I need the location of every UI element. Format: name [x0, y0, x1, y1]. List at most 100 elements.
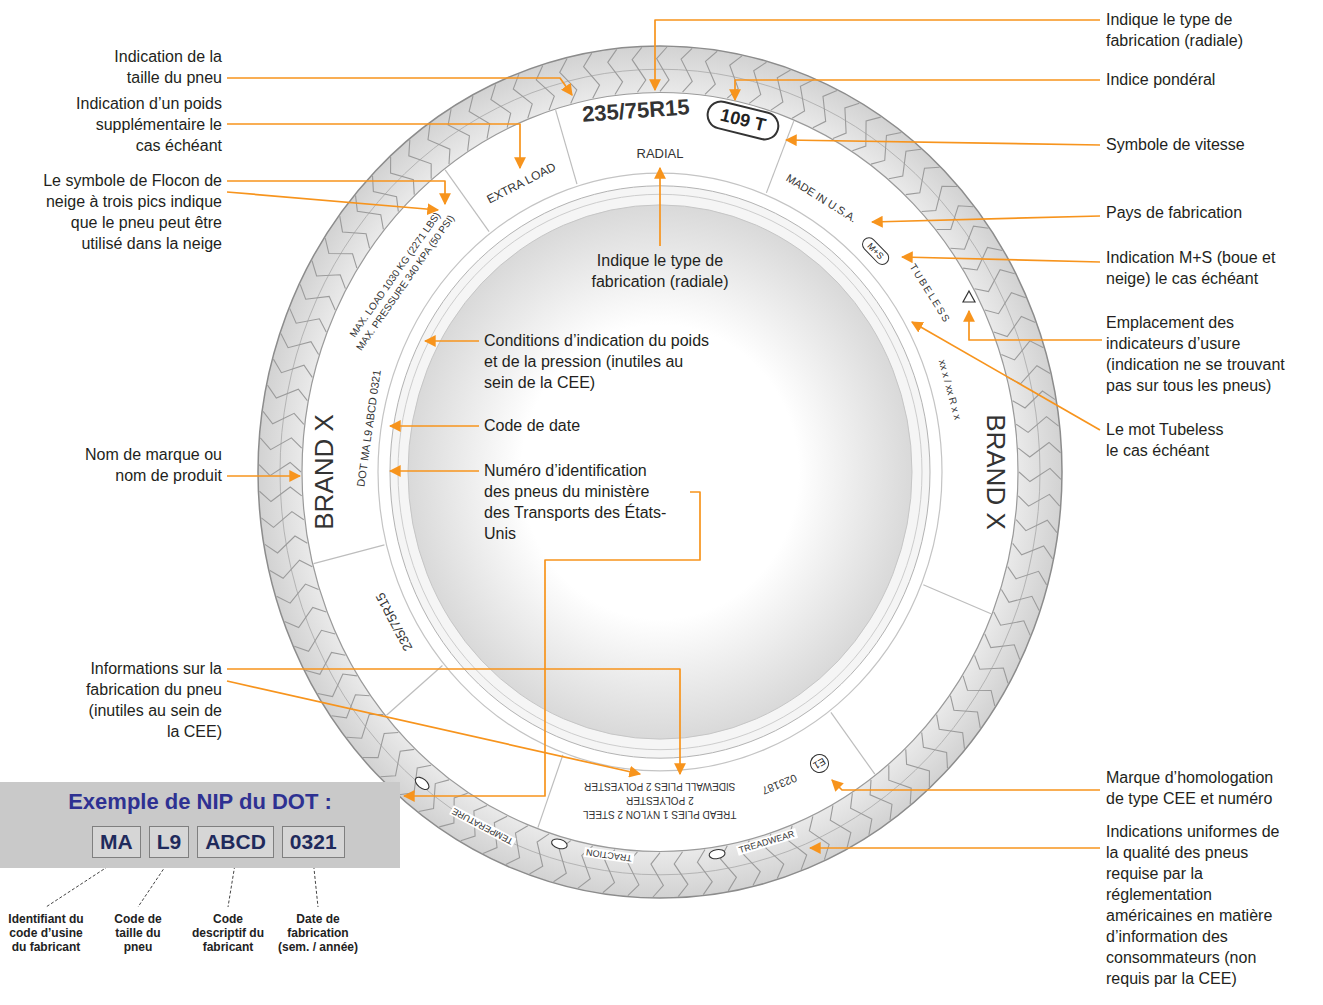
tread-groove	[1001, 590, 1039, 611]
tread-groove	[469, 96, 490, 139]
tread-groove	[391, 157, 415, 194]
tread-groove	[922, 186, 957, 211]
sidewall-marking: 023187	[760, 772, 799, 797]
tread-groove	[975, 270, 1015, 292]
rim-ring	[378, 173, 942, 771]
code-cell: MA	[92, 826, 141, 858]
tread-pattern	[259, 47, 1061, 897]
callout-label: Indication d’un poids supplémentaire le …	[67, 93, 222, 156]
tread-groove	[536, 66, 554, 111]
tread-groove	[922, 732, 948, 768]
panel-divider	[923, 585, 991, 614]
leader-line	[425, 340, 479, 342]
leader-line	[786, 140, 1100, 145]
tread-groove	[340, 216, 370, 248]
tread-groove	[277, 584, 319, 603]
tread-groove	[294, 630, 335, 651]
tread-groove	[261, 512, 303, 528]
callout-label: Code de date	[484, 415, 634, 436]
node-text: 0321	[290, 827, 337, 857]
leader-line	[227, 78, 572, 95]
sidewall-marking: RADIAL	[637, 147, 684, 162]
tread-groove	[809, 816, 829, 859]
tread-groove	[889, 149, 921, 179]
callout-label: Conditions d’indication du poids et de l…	[484, 330, 716, 393]
leader-line	[227, 669, 680, 774]
callout-label: Indice pondéral	[1106, 69, 1306, 90]
leader-line	[390, 425, 479, 427]
code-part-label: Date de fabrication (sem. / année)	[272, 912, 364, 954]
tread-groove	[813, 91, 837, 128]
sidewall-marking: MADE IN U.S.A.	[784, 171, 859, 224]
tread-groove	[963, 676, 995, 706]
sidewall-marking: TEMPERATURE	[449, 804, 517, 847]
leader-line	[390, 470, 479, 472]
code-part-label: Code descriptif du fabricant	[188, 912, 268, 954]
callout-label: Indique le type de fabrication (radiale)	[570, 250, 750, 292]
sidewall-marking: 235/75R15	[374, 590, 417, 653]
load-speed-oval: 109 T	[703, 97, 782, 143]
sidewall	[302, 93, 1018, 852]
leader-line	[735, 80, 1100, 100]
tread-groove	[852, 117, 880, 151]
tread-groove	[399, 765, 431, 795]
tread-groove	[428, 124, 450, 164]
tread-groove	[491, 84, 511, 127]
callout-label: Le symbole de Flocon de neige à trois pi…	[37, 170, 222, 254]
tread-groove	[830, 805, 851, 848]
callout-label: Pays de fabrication	[1106, 202, 1306, 223]
code-cell: L9	[149, 826, 190, 858]
sidewall-marking: xx x / xx R x x	[936, 358, 963, 421]
tread-groove	[657, 47, 669, 91]
tread-groove	[985, 293, 1026, 314]
tread-groove	[674, 852, 688, 897]
tread-groove	[529, 834, 549, 874]
tread-groove	[871, 133, 901, 165]
callout-label: Symbole de vitesse	[1106, 134, 1306, 155]
code-cell: 0321	[282, 826, 345, 858]
tread-groove	[1019, 468, 1061, 481]
tread-groove	[263, 411, 304, 424]
ece-mark-circle: E1	[806, 751, 832, 777]
tread-groove	[347, 715, 384, 739]
sidewall-marking: DOT MA L9 ABCD 0321	[354, 369, 383, 487]
tread-groove	[749, 62, 766, 103]
tread-midline	[280, 69, 1040, 875]
leader-line	[912, 322, 1100, 430]
tread-groove	[1018, 494, 1059, 506]
leader-line	[227, 124, 520, 168]
tread-groove	[300, 284, 335, 310]
tread-groove	[259, 487, 301, 502]
tread-groove	[994, 316, 1036, 336]
callout-label: Indication de la taille du pneu	[82, 46, 222, 88]
callout-label: Numéro d’identification des pneus du min…	[484, 460, 674, 544]
tread-groove	[318, 674, 357, 697]
sidewall-marking: EXTRA LOAD	[485, 161, 558, 208]
tread-groove	[305, 652, 345, 674]
leader-line	[832, 780, 1100, 790]
sidewall-marking: TREADWEAR	[736, 828, 798, 856]
tread-groove	[870, 780, 892, 820]
tread-groove	[985, 634, 1020, 660]
callout-label: Indication M+S (boue et neige) le cas éc…	[1106, 247, 1286, 289]
panel-divider	[556, 110, 577, 184]
leader-line	[227, 475, 300, 477]
wear-indicator-symbol	[963, 291, 975, 302]
rim-ring	[398, 194, 922, 749]
callout-label: Indique le type de fabrication (radiale)	[1106, 9, 1256, 51]
tread-groove	[356, 195, 384, 229]
leader-line	[404, 492, 700, 796]
sidewall-marking: MAX. PRESSURE 340 KPA (50 PSI)	[354, 213, 457, 353]
leader-line	[810, 847, 1100, 849]
tread-groove	[1013, 543, 1053, 559]
node-text: L9	[157, 827, 182, 857]
tread-groove	[312, 261, 345, 289]
tread-groove	[584, 53, 600, 98]
leader-lines	[227, 20, 1102, 848]
panel-divider	[314, 545, 385, 564]
node-text: Exemple de NIP du DOT :	[0, 782, 400, 815]
tread-groove	[833, 103, 859, 138]
tread-groove	[259, 462, 301, 475]
